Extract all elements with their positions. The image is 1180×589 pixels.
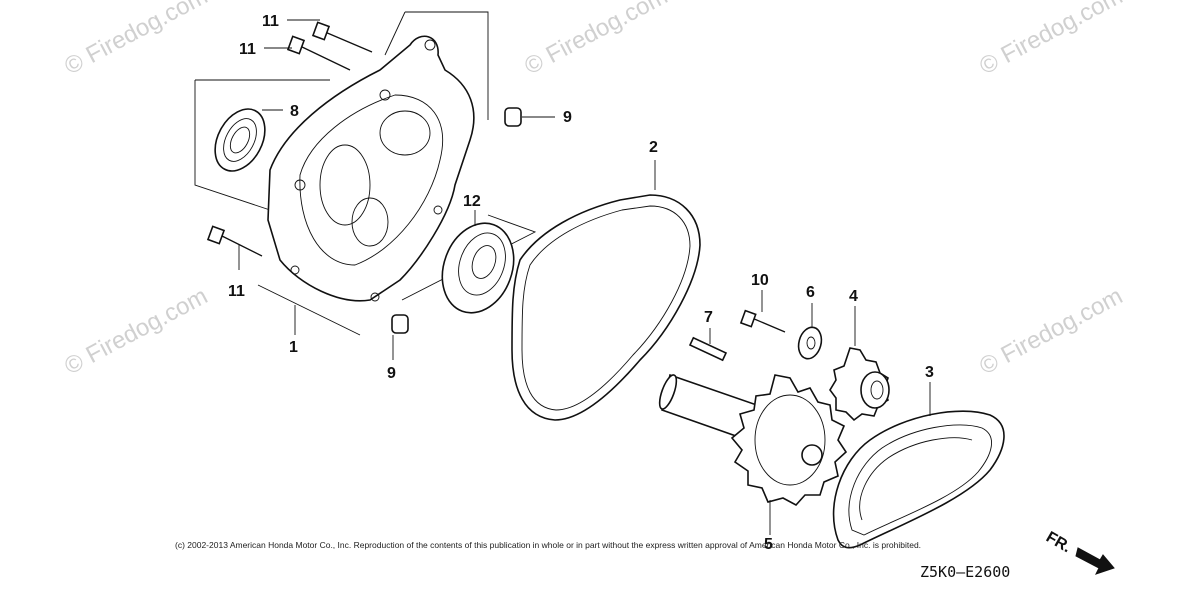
callout-6: 6 (806, 284, 815, 301)
watermark-text: © Firedog.com (975, 282, 1127, 380)
drive-chain (832, 410, 1005, 549)
direction-label: FR. (1043, 529, 1074, 557)
callout-4: 4 (849, 288, 858, 305)
callout-5: 5 (764, 536, 773, 553)
flange-bolt (206, 225, 263, 257)
key (688, 336, 728, 362)
watermark-text: © Firedog.com (520, 0, 672, 80)
callout-10: 10 (751, 272, 769, 289)
shaft-sprocket (658, 373, 848, 507)
callout-1: 1 (289, 339, 298, 356)
callout-2: 2 (649, 139, 658, 156)
dowel-pin (504, 107, 522, 127)
callout-11: 11 (262, 13, 279, 30)
callout-9: 9 (563, 109, 572, 126)
transmission-housing (267, 35, 475, 302)
callout-8: 8 (290, 103, 299, 120)
watermark-text: © Firedog.com (60, 282, 212, 380)
bolt (739, 309, 786, 333)
watermark-text: © Firedog.com (60, 0, 212, 80)
callout-12: 12 (463, 193, 481, 210)
callout-11: 11 (239, 41, 256, 58)
flange-bolt (286, 35, 351, 71)
dowel-pin (391, 314, 409, 334)
front-direction-indicator: FR. (1043, 529, 1115, 575)
oil-seal (214, 108, 266, 172)
callout-3: 3 (925, 364, 934, 381)
copyright-notice: (c) 2002-2013 American Honda Motor Co., … (175, 540, 921, 550)
callouts: 11 11 8 9 2 12 11 10 6 4 7 1 9 3 5 (228, 13, 934, 553)
watermark-text: © Firedog.com (975, 0, 1127, 80)
callout-9: 9 (387, 365, 396, 382)
arrow-icon (1075, 547, 1115, 575)
washer (797, 326, 823, 360)
flange-bolt (311, 21, 373, 53)
small-sprocket (829, 347, 890, 422)
diagram-code: Z5K0—E2600 (920, 563, 1010, 581)
callout-11: 11 (228, 283, 245, 300)
callout-7: 7 (704, 309, 713, 326)
bearing (441, 222, 515, 314)
gasket (511, 194, 701, 421)
leader-lines (238, 19, 931, 535)
